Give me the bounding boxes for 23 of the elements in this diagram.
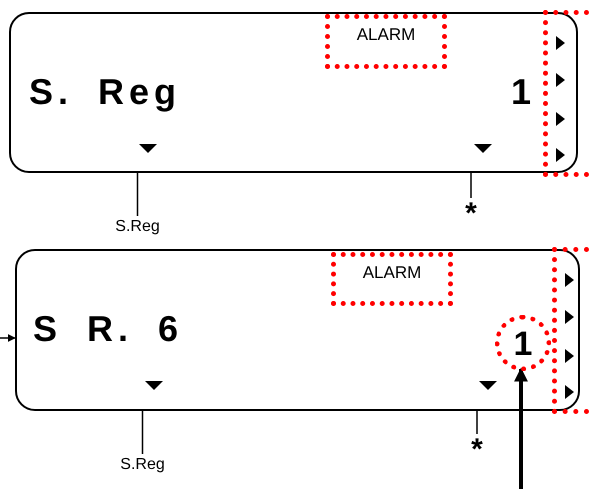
leader-line [476, 411, 478, 434]
arrow [0, 334, 16, 342]
display-digit: 1 [512, 324, 534, 364]
display-readout: S R. 6 [33, 307, 184, 351]
highlight-box [543, 10, 589, 177]
alarm-text: ALARM [362, 263, 422, 283]
alarm-highlight-box [331, 252, 453, 306]
display-readout: S. Reg [29, 70, 182, 114]
display-readout: 1 [511, 70, 536, 114]
display-panel [15, 249, 580, 411]
alarm-highlight-box [325, 14, 447, 69]
indicator-label: S.Reg [119, 455, 166, 475]
leader-line [142, 411, 144, 454]
highlight-box [552, 247, 589, 414]
indicator-label: S.Reg [114, 217, 161, 237]
highlight-circle [495, 315, 551, 371]
display-panel [9, 12, 578, 173]
leader-line [136, 173, 138, 216]
asterisk-label: * [470, 432, 484, 468]
alarm-text: ALARM [356, 25, 416, 45]
asterisk-label: * [464, 196, 478, 232]
leader-line [470, 173, 472, 198]
arrow [514, 368, 528, 489]
